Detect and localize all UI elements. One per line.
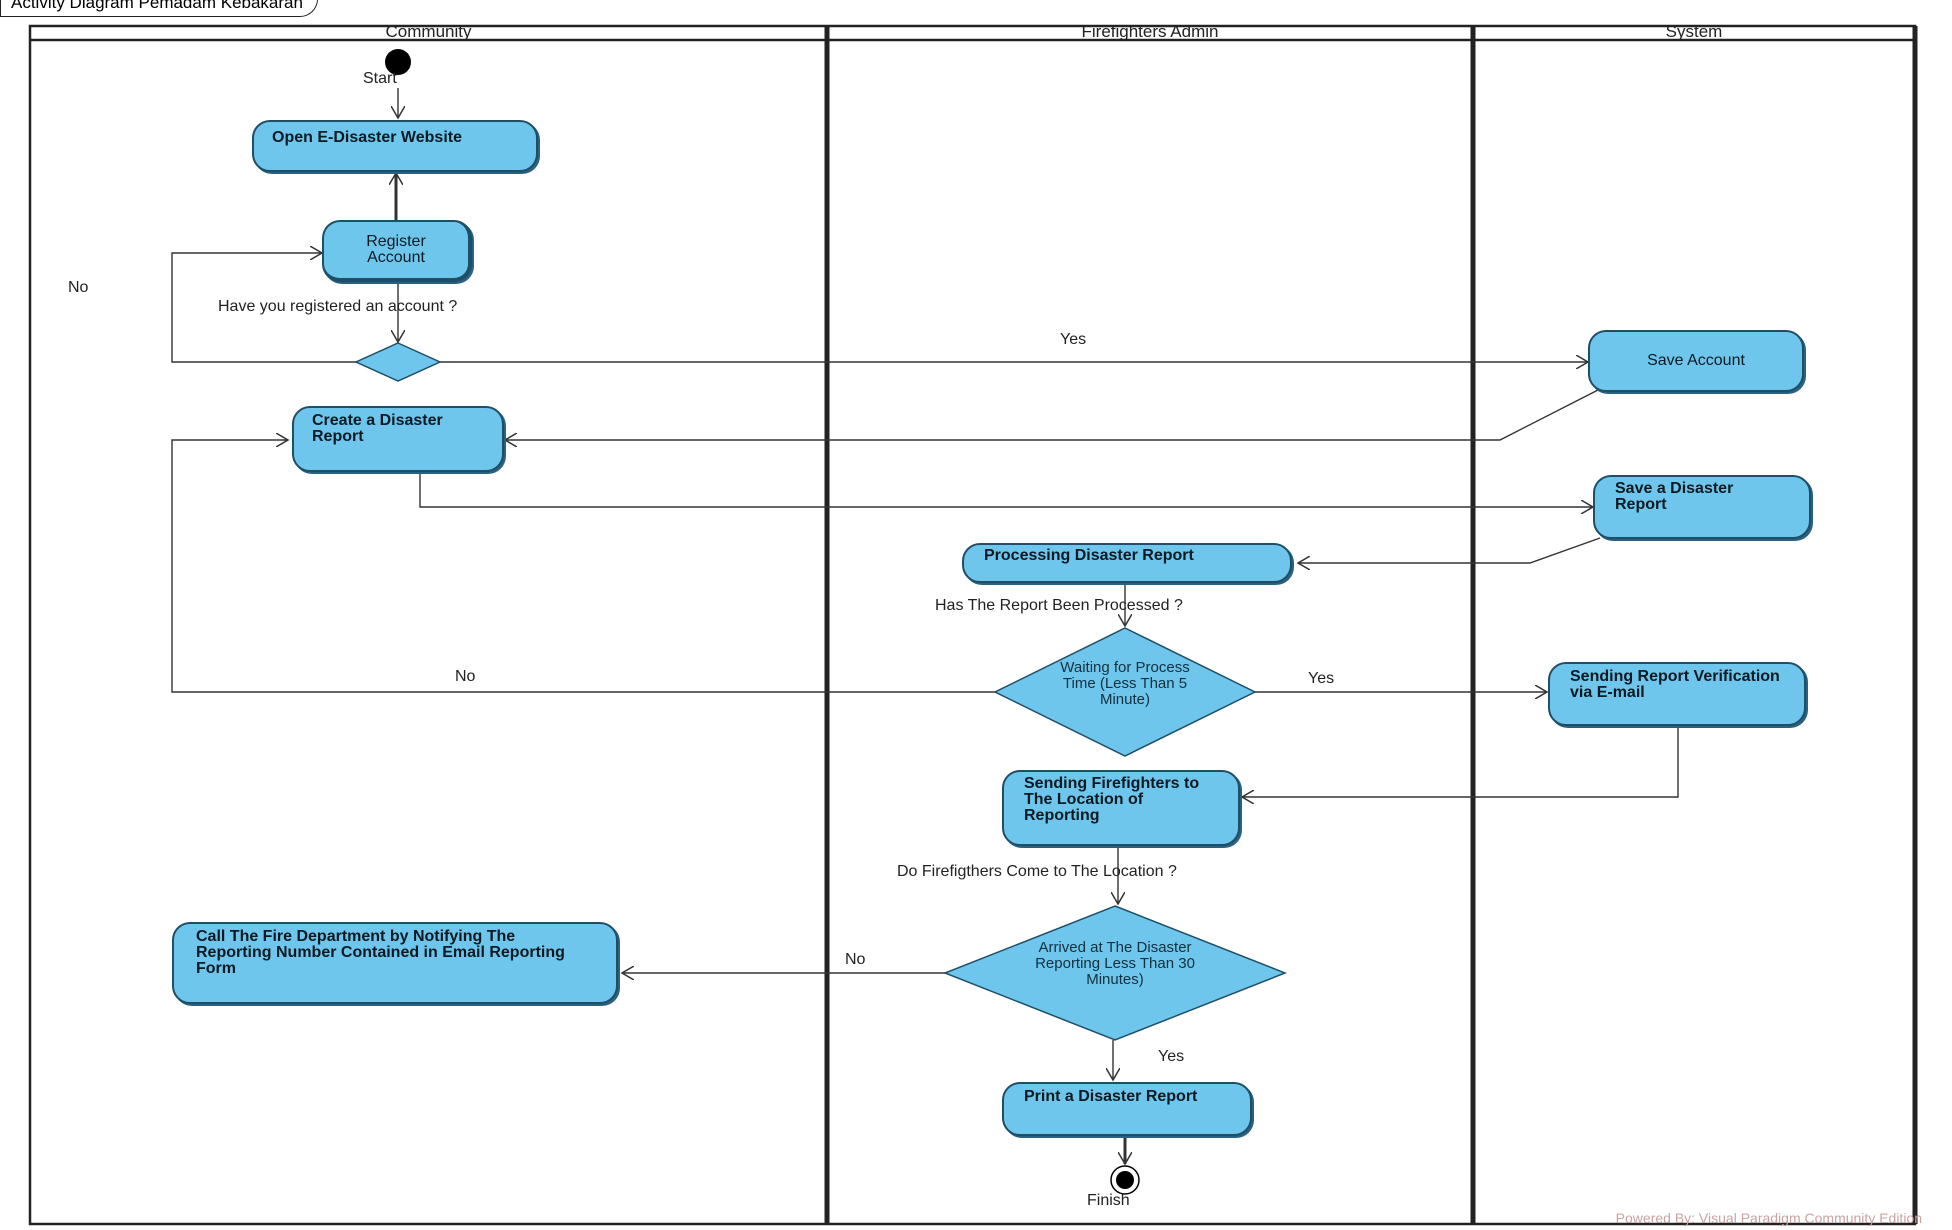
- lane-system-title: System: [1665, 22, 1723, 41]
- guard-yes-process: Yes: [1308, 670, 1335, 687]
- edge-create-savereport: [419, 472, 1593, 507]
- action-save-report: Save a Disaster Report: [1593, 475, 1811, 539]
- finish-label: Finish: [1087, 1192, 1130, 1209]
- guard-no-arrive: No: [845, 951, 866, 968]
- process-decision-text: Waiting for Process Time (Less Than 5 Mi…: [1060, 659, 1190, 708]
- action-print-report: Print a Disaster Report: [1002, 1082, 1252, 1136]
- action-sending-firefighters: Sending Firefighters to The Location of …: [1002, 770, 1240, 846]
- guard-yes-register: Yes: [1060, 331, 1087, 348]
- action-save-account: Save Account: [1588, 330, 1804, 392]
- edge-savereport-processing: [1298, 537, 1601, 563]
- guard-registered-question: Have you registered an account ?: [218, 298, 458, 315]
- action-create-report: Create a Disaster Report: [292, 406, 504, 472]
- edge-decision-no-register: [171, 253, 356, 363]
- guard-no-register: No: [68, 279, 89, 296]
- finish-node-dot: [1116, 1171, 1134, 1189]
- action-call-fire-department: Call The Fire Department by Notifying Th…: [172, 922, 618, 1004]
- lane-admin-title: Firefighters Admin: [1081, 22, 1219, 41]
- lane-community-title: Community: [385, 22, 472, 41]
- watermark: Powered By: Visual Paradigm Community Ed…: [1615, 1210, 1922, 1226]
- finish-node-ring: [1110, 1165, 1140, 1195]
- action-sending-verification: Sending Report Verification via E-mail: [1548, 662, 1806, 726]
- edge-verify-sending: [1242, 727, 1679, 797]
- arrive-decision: [942, 905, 1288, 1041]
- swimlane-borders: [28, 24, 1918, 1226]
- start-node: [385, 49, 411, 75]
- process-decision: [993, 627, 1257, 757]
- guard-processed-question: Has The Report Been Processed ?: [935, 597, 1183, 614]
- guard-yes-arrive: Yes: [1158, 1048, 1185, 1065]
- edge-process-no-create: [171, 440, 995, 693]
- guard-come-question: Do Firefigthers Come to The Location ?: [897, 863, 1177, 880]
- start-label: Start: [363, 70, 397, 87]
- guard-no-process: No: [455, 668, 476, 685]
- action-processing-report: Processing Disaster Report: [962, 543, 1292, 583]
- action-register-account: Register Account: [322, 220, 472, 282]
- action-open-website: Open E-Disaster Website: [252, 120, 538, 172]
- register-decision: [354, 342, 442, 382]
- arrive-decision-text: Arrived at The Disaster Reporting Less T…: [1035, 939, 1195, 988]
- edge-save-create: [505, 389, 1599, 440]
